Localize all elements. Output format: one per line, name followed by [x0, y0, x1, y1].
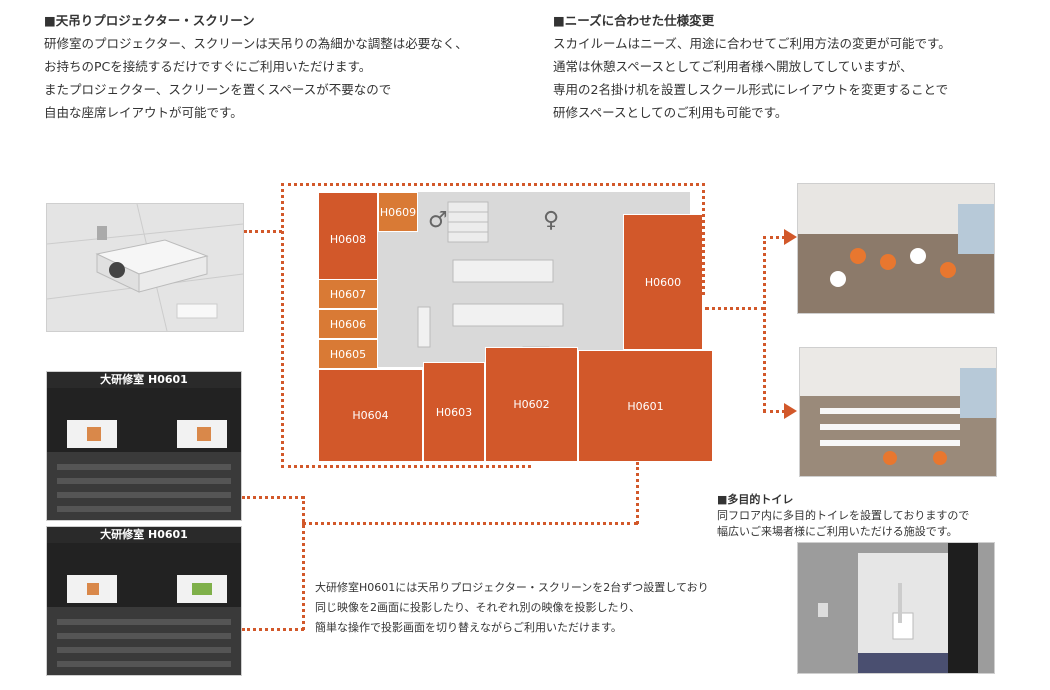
- projector-line-1: 研修室のプロジェクター、スクリーンは天吊りの為細かな調整は必要なく、: [44, 36, 468, 51]
- toilet-line-2: 幅広いご来場者様にご利用いただける施設です。: [717, 525, 958, 538]
- large-room-photo-1-caption: 大研修室 H0601: [47, 372, 241, 388]
- connector-large-room-across: [302, 522, 638, 525]
- large-room-photo-2-caption: 大研修室 H0601: [47, 527, 241, 543]
- toilet-photo: [797, 542, 995, 674]
- connector-large-room-left: [302, 496, 305, 630]
- connector-floor-outline-right: [702, 183, 705, 295]
- sky-room-photo-1: [797, 183, 995, 314]
- large-room-section: 大研修室H0601には天吊りプロジェクター・スクリーンを2台ずつ設置しており 同…: [315, 578, 709, 638]
- room-h0605-label: H0605: [329, 347, 367, 361]
- floor-plan: ♂ ♀ H0608 H0609 H0607 H0606 H0605 H0604 …: [318, 192, 713, 462]
- room-h0603-label: H0603: [435, 405, 473, 419]
- large-room-line-1: 大研修室H0601には天吊りプロジェクター・スクリーンを2台ずつ設置しており: [315, 581, 709, 594]
- restroom-men-icon: ♂: [428, 208, 448, 233]
- spec-line-3: 専用の2名掛け机を設置しスクール形式にレイアウトを変更することで: [553, 82, 949, 97]
- restroom-illustration: [798, 543, 994, 673]
- large-room-photo-2: 大研修室 H0601: [46, 526, 242, 676]
- sky-room-photo-2: [799, 347, 997, 477]
- room-h0606-label: H0606: [329, 317, 367, 331]
- room-h0600-label: H0600: [644, 275, 682, 289]
- toilet-heading: ■多目的トイレ: [717, 493, 794, 506]
- toilet-line-1: 同フロア内に多目的トイレを設置しておりますので: [717, 509, 970, 522]
- spec-line-2: 通常は休憩スペースとしてご利用者様へ開放してしていますが、: [553, 59, 913, 74]
- spec-line-4: 研修スペースとしてのご利用も可能です。: [553, 105, 788, 120]
- projector-photo: [46, 203, 244, 332]
- room-h0605[interactable]: H0605: [318, 339, 378, 369]
- connector-large-room-down: [636, 462, 639, 524]
- projector-line-4: 自由な座席レイアウトが可能です。: [44, 105, 243, 120]
- connector-sky-room-top: [763, 236, 785, 239]
- room-h0607[interactable]: H0607: [318, 279, 378, 309]
- large-room-line-2: 同じ映像を2画面に投影したり、それぞれ別の映像を投影したり、: [315, 601, 641, 614]
- connector-sky-room-bottom: [763, 410, 785, 413]
- projector-line-2: お持ちのPCを接続するだけですぐにご利用いただけます。: [44, 59, 372, 74]
- connector-floor-outline-top: [281, 183, 705, 186]
- connector-photo-1: [242, 496, 304, 499]
- room-h0609-label: H0609: [379, 205, 417, 219]
- projector-illustration: [47, 204, 243, 331]
- spec-section: ■ニーズに合わせた仕様変更 スカイルームはニーズ、用途に合わせてご利用方法の変更…: [553, 9, 951, 124]
- room-h0606[interactable]: H0606: [318, 309, 378, 339]
- room-h0603[interactable]: H0603: [423, 362, 485, 462]
- room-h0608-label: H0608: [329, 233, 367, 246]
- room-h0602-label: H0602: [513, 398, 550, 411]
- toilet-section: ■多目的トイレ 同フロア内に多目的トイレを設置しておりますので 幅広いご来場者様…: [717, 492, 969, 540]
- connector-floor-outline-left: [281, 183, 284, 468]
- projector-section: ■天吊りプロジェクター・スクリーン 研修室のプロジェクター、スクリーンは天吊りの…: [44, 9, 468, 124]
- spec-line-1: スカイルームはニーズ、用途に合わせてご利用方法の変更が可能です。: [553, 36, 951, 51]
- arrow-to-sky-room-1: [784, 229, 797, 245]
- room-h0609[interactable]: H0609: [378, 192, 418, 232]
- classroom-illustration-1: [47, 388, 241, 520]
- room-h0600[interactable]: H0600: [623, 214, 703, 350]
- room-h0607-label: H0607: [329, 287, 367, 301]
- room-h0604[interactable]: H0604: [318, 369, 423, 462]
- connector-sky-room-h: [705, 307, 765, 310]
- connector-photo-2: [242, 628, 304, 631]
- room-h0602[interactable]: H0602: [485, 347, 578, 462]
- room-h0604-label: H0604: [352, 409, 389, 422]
- room-h0601-label: H0601: [627, 399, 664, 413]
- projector-heading: ■天吊りプロジェクター・スクリーン: [44, 13, 255, 28]
- arrow-to-sky-room-2: [784, 403, 797, 419]
- lounge-illustration: [798, 184, 994, 313]
- connector-projector: [244, 230, 282, 233]
- room-h0601[interactable]: H0601: [578, 350, 713, 462]
- classroom-illustration-2: [47, 543, 241, 675]
- connector-floor-outline-bottom: [281, 465, 531, 468]
- room-h0608[interactable]: H0608: [318, 192, 378, 287]
- projector-line-3: またプロジェクター、スクリーンを置くスペースが不要なので: [44, 82, 392, 97]
- spec-heading: ■ニーズに合わせた仕様変更: [553, 13, 715, 28]
- large-room-line-3: 簡単な操作で投影画面を切り替えながらご利用いただけます。: [315, 621, 622, 634]
- connector-sky-room-v: [763, 236, 766, 412]
- restroom-women-icon: ♀: [543, 208, 560, 233]
- school-layout-illustration: [800, 348, 996, 476]
- large-room-photo-1: 大研修室 H0601: [46, 371, 242, 521]
